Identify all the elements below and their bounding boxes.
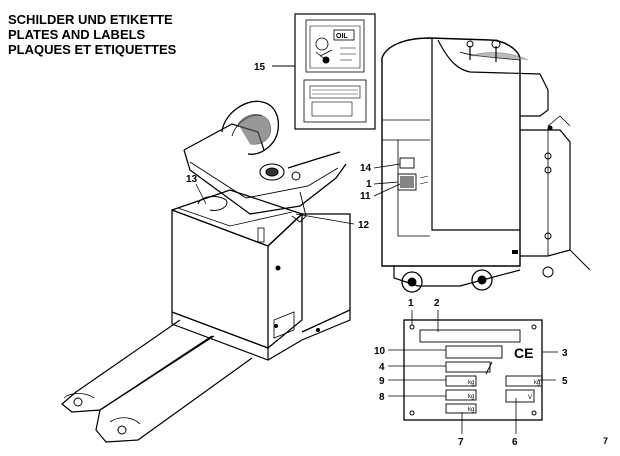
page-title: SCHILDER UND ETIKETTE PLATES AND LABELS … [8,12,176,57]
callout-1-truck: 1 [366,179,372,190]
callout-5: 5 [562,376,568,387]
callout-2: 2 [434,298,440,309]
detail-inset-15: OIL [272,13,376,130]
title-german: SCHILDER UND ETIKETTE [8,12,173,27]
pallet-truck-right [381,37,591,293]
page-number: 7 [602,436,608,446]
callout-13: 13 [186,174,198,185]
oil-label-text: OIL [336,33,348,40]
unit-kg-7: kg [468,407,474,413]
callout-9: 9 [379,376,385,387]
callout-12: 12 [358,220,370,231]
callout-15: 15 [254,62,266,73]
callout-6: 6 [512,437,518,448]
callout-1-plate: 1 [408,298,414,309]
callout-3: 3 [562,348,568,359]
unit-kg-8: kg [468,394,474,400]
data-plate: kg kg kg kg V CE [403,319,543,421]
callout-10: 10 [374,346,386,357]
unit-kg-5: kg [534,380,540,386]
callout-8: 8 [379,392,385,403]
ce-mark: CE [514,345,533,361]
callout-11: 11 [360,191,371,202]
callout-numbers: 1 2 3 4 5 6 7 8 9 10 11 12 13 14 15 1 [186,62,568,448]
title-english: PLATES AND LABELS [8,27,146,42]
title-french: PLAQUES ET ETIQUETTES [8,42,177,57]
callout-14: 14 [360,163,372,174]
callout-4: 4 [379,362,385,373]
pallet-truck-left [61,100,351,443]
unit-v-6: V [528,395,532,401]
callout-7: 7 [458,437,464,448]
leader-lines [195,163,558,434]
unit-kg-9: kg [468,380,474,386]
